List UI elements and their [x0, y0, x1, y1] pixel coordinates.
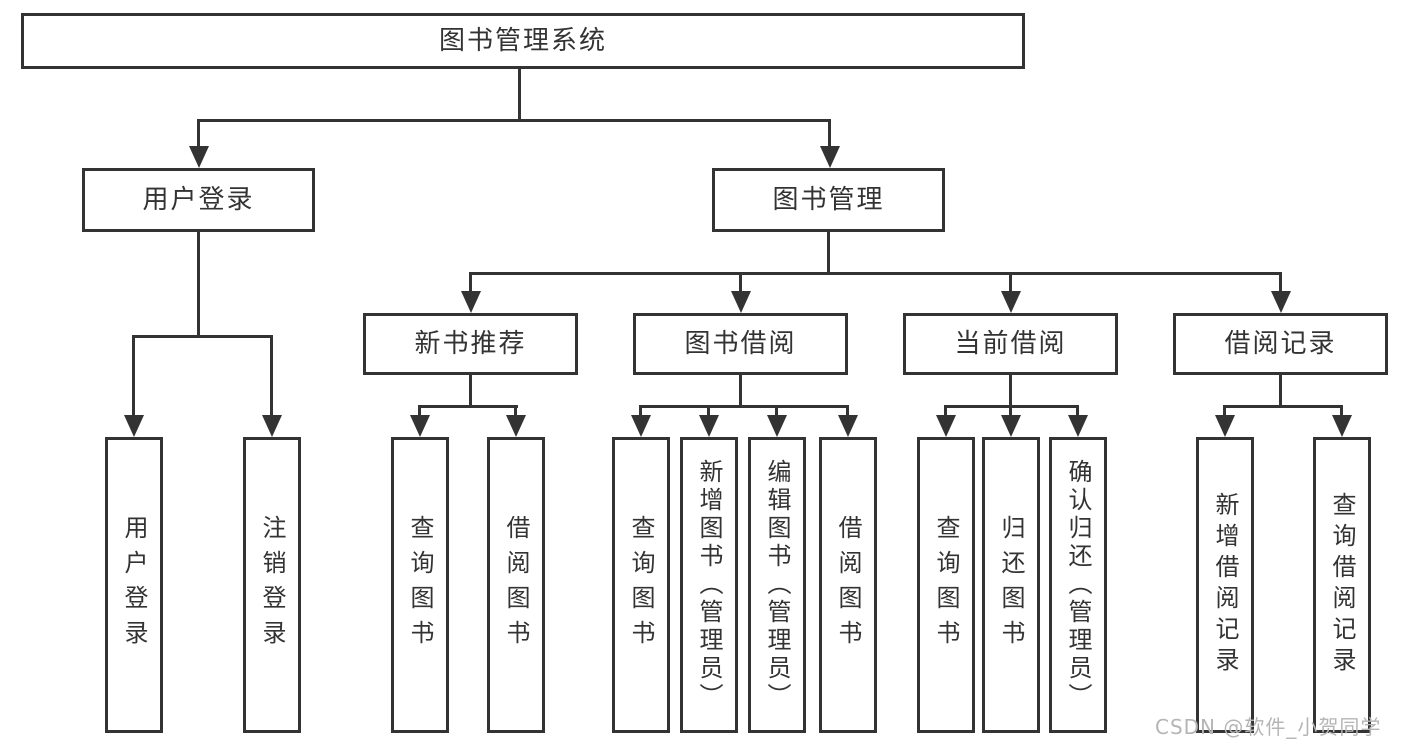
arrow-down-icon — [944, 408, 947, 415]
arrow-down-icon — [775, 408, 778, 415]
node-user-login-group: 用户登录 — [82, 168, 315, 232]
connector-root-bar — [197, 119, 831, 122]
leaf-query-borrow-record-label: 查询借阅记录 — [1328, 492, 1356, 678]
leaf-logout-label: 注销登录 — [258, 515, 286, 655]
node-book-management-system-label: 图书管理系统 — [438, 26, 607, 56]
arrow-down-icon — [707, 408, 710, 415]
leaf-query-books-current-label: 查询图书 — [932, 515, 960, 655]
leaf-borrow-books: 借阅图书 — [819, 437, 877, 733]
leaf-borrow-books-recommend: 借阅图书 — [487, 437, 545, 733]
leaf-user-login: 用户登录 — [105, 437, 163, 733]
node-new-book-recommend-label: 新书推荐 — [414, 329, 527, 359]
leaf-edit-books-admin: 编辑图书（管理员） — [748, 437, 806, 733]
leaf-add-books-admin-label: 新增图书（管理员） — [695, 459, 723, 711]
leaf-query-books-borrow-label: 查询图书 — [627, 515, 655, 655]
connector-current-stem — [1009, 375, 1012, 408]
connector-login-stem — [197, 232, 200, 338]
connector-borrow-stem — [739, 375, 742, 408]
arrow-down-icon — [469, 275, 472, 291]
leaf-borrow-books-label: 借阅图书 — [834, 515, 862, 655]
connector-recommend-stem — [469, 375, 472, 408]
node-book-borrow-label: 图书借阅 — [684, 329, 797, 359]
leaf-return-books-label: 归还图书 — [997, 515, 1025, 655]
leaf-confirm-return-admin: 确认归还（管理员） — [1049, 437, 1107, 733]
arrow-down-icon — [1076, 408, 1079, 415]
node-current-borrow-label: 当前借阅 — [954, 329, 1067, 359]
arrow-down-icon — [739, 275, 742, 291]
connector-login-bar — [132, 335, 273, 338]
leaf-user-login-label: 用户登录 — [120, 515, 148, 655]
node-current-borrow: 当前借阅 — [903, 313, 1118, 375]
arrow-down-icon — [1009, 408, 1012, 415]
arrow-down-icon — [1009, 275, 1012, 291]
leaf-query-books-current: 查询图书 — [917, 437, 975, 733]
arrow-down-icon — [197, 122, 200, 146]
node-borrow-record: 借阅记录 — [1173, 313, 1388, 375]
leaf-return-books: 归还图书 — [982, 437, 1040, 733]
arrow-down-icon — [514, 408, 517, 415]
connector-borrow-bar — [639, 405, 849, 408]
connector-mgmt-bar — [469, 272, 1282, 275]
arrow-down-icon — [1223, 408, 1226, 415]
arrow-down-icon — [418, 408, 421, 415]
leaf-query-borrow-record: 查询借阅记录 — [1313, 437, 1371, 733]
watermark: CSDN @软件_小贺同学 — [1155, 715, 1382, 739]
arrow-down-icon — [828, 122, 831, 146]
node-user-login-group-label: 用户登录 — [142, 185, 255, 215]
node-borrow-record-label: 借阅记录 — [1224, 329, 1337, 359]
leaf-query-books-recommend-label: 查询图书 — [406, 515, 434, 655]
leaf-query-books-borrow: 查询图书 — [612, 437, 670, 733]
leaf-add-books-admin: 新增图书（管理员） — [680, 437, 738, 733]
arrow-down-icon — [639, 408, 642, 415]
arrow-down-icon — [1340, 408, 1343, 415]
connector-root-stem — [518, 69, 521, 122]
node-new-book-recommend: 新书推荐 — [363, 313, 578, 375]
leaf-confirm-return-admin-label: 确认归还（管理员） — [1064, 459, 1092, 711]
leaf-add-borrow-record: 新增借阅记录 — [1196, 437, 1254, 733]
connector-mgmt-stem — [827, 232, 830, 275]
arrow-down-icon — [132, 338, 135, 415]
node-book-management-group: 图书管理 — [712, 168, 945, 232]
node-book-management-group-label: 图书管理 — [772, 185, 885, 215]
node-book-management-system: 图书管理系统 — [21, 13, 1025, 69]
connector-record-stem — [1279, 375, 1282, 408]
connector-current-bar — [944, 405, 1079, 408]
arrow-down-icon — [846, 408, 849, 415]
leaf-edit-books-admin-label: 编辑图书（管理员） — [763, 459, 791, 711]
leaf-logout: 注销登录 — [243, 437, 301, 733]
node-book-borrow: 图书借阅 — [633, 313, 848, 375]
leaf-borrow-books-recommend-label: 借阅图书 — [502, 515, 530, 655]
leaf-query-books-recommend: 查询图书 — [391, 437, 449, 733]
arrow-down-icon — [270, 338, 273, 415]
connector-recommend-bar — [418, 405, 518, 408]
arrow-down-icon — [1279, 275, 1282, 291]
connector-record-bar — [1223, 405, 1343, 408]
leaf-add-borrow-record-label: 新增借阅记录 — [1211, 492, 1239, 678]
